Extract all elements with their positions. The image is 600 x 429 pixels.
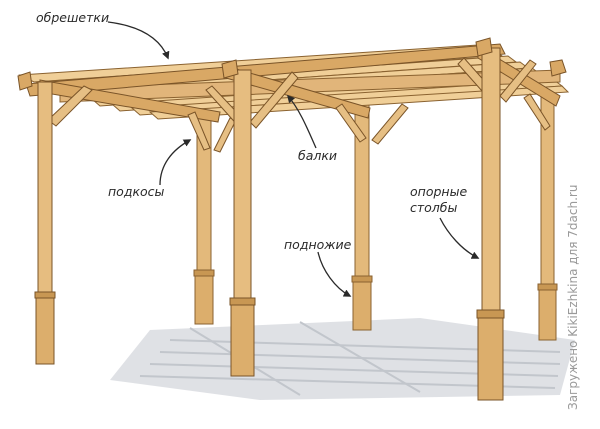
back-post-left [193,117,215,325]
watermark: Загружено KikiEzhkina для 7dach.ru [566,184,580,410]
label-lathing: обрешетки [36,10,110,25]
front-post-right [476,47,505,401]
ground-shadow [110,318,575,400]
label-posts-line2: столбы [410,200,458,215]
label-beams: балки [298,148,338,163]
label-footings: подножие [284,237,352,252]
back-post-right [537,95,558,341]
front-post-middle [229,69,256,377]
label-braces: подкосы [108,184,165,199]
arrow-lathing [107,21,170,60]
arrow-beams [286,94,317,149]
back-post-middle [351,104,373,331]
arrow-posts [439,217,480,259]
label-posts-line1: опорные [410,184,468,199]
beam-ends [17,37,567,91]
back-beam [59,69,561,103]
arrow-braces [159,139,192,186]
arrow-footings [317,251,352,297]
callout-arrows [107,21,480,297]
braces [47,57,551,153]
front-post-left [34,81,56,365]
front-beam [25,43,506,97]
